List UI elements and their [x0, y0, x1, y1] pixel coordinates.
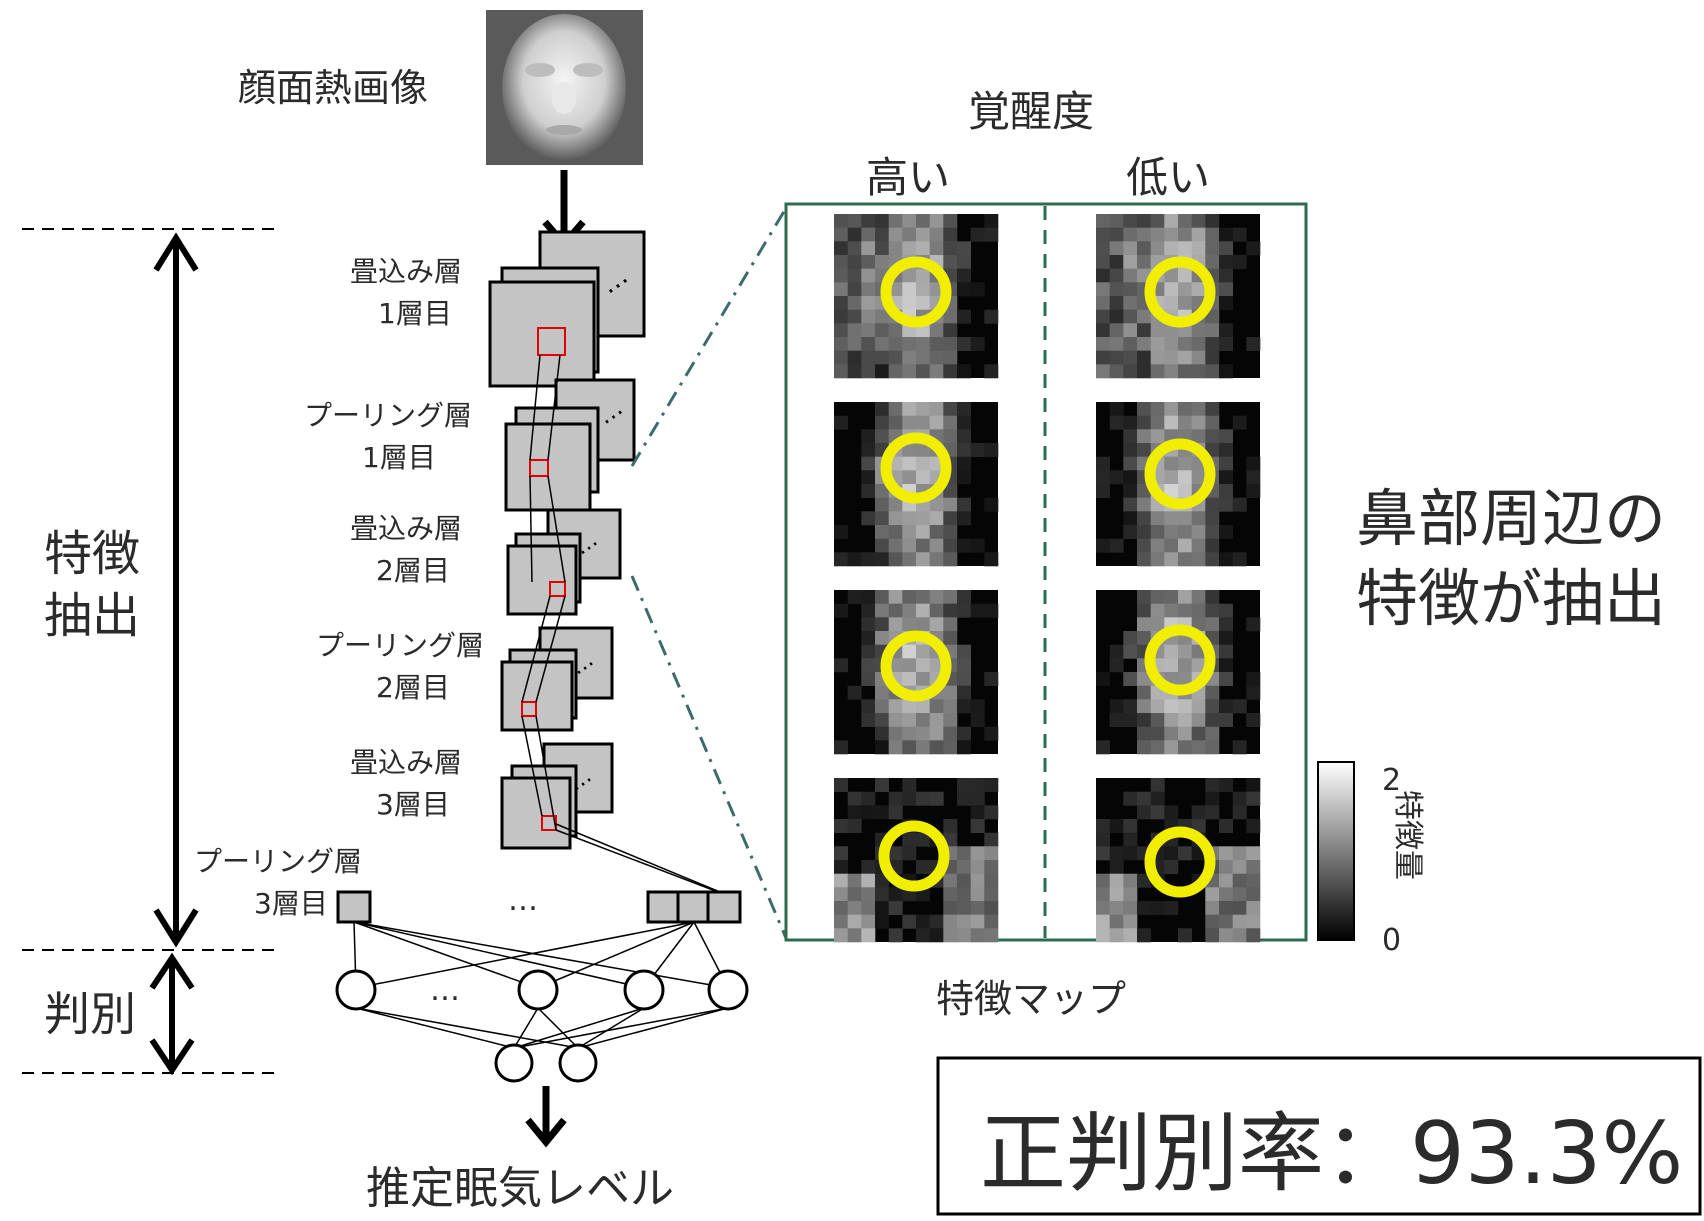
thermal-face-image [486, 10, 643, 165]
pool1-label-b: 1層目 [362, 441, 436, 474]
colorbar [1317, 761, 1355, 941]
hidden-ellipsis: … [430, 973, 460, 1008]
feature-extraction-label-2: 抽出 [44, 588, 140, 644]
hidden-layer-nodes [335, 969, 749, 1011]
discrimination-arrow [149, 952, 195, 1076]
conv3-label-b: 3層目 [376, 788, 450, 821]
feature-map-grid [834, 214, 1261, 943]
nose-highlight-circle [880, 256, 952, 328]
zoom-line-bottom [630, 575, 788, 939]
pool-layer-2: ⋯ [500, 626, 614, 732]
colorbar-min: 0 [1382, 923, 1401, 958]
colorbar-max: 2 [1382, 763, 1401, 798]
nose-highlight-circle [1144, 256, 1216, 328]
nose-highlight-circle [1144, 438, 1216, 510]
pool1-label-a: プーリング層 [304, 399, 472, 432]
alertness-label: 覚醒度 [968, 87, 1094, 136]
low-alertness-label: 低い [1126, 153, 1210, 202]
discrimination-label: 判別 [44, 987, 136, 1041]
output-nodes [494, 1043, 598, 1083]
feature-map-high-4 [834, 778, 999, 943]
feature-map-high-1 [834, 214, 999, 379]
conv2-label-a: 畳込み層 [350, 512, 462, 545]
pool3-label-a: プーリング層 [194, 845, 362, 878]
nose-highlight-circle [878, 820, 950, 892]
conv1-label-a: 畳込み層 [350, 255, 462, 288]
pool2-label-b: 2層目 [376, 671, 450, 704]
feature-map-frame [784, 202, 1308, 942]
output-arrow [525, 1086, 567, 1148]
feature-map-high-2 [834, 402, 999, 567]
nose-highlight-circle [1144, 826, 1216, 898]
feature-map-low-4 [1096, 778, 1261, 943]
finding-line-2: 特徴が抽出 [1356, 562, 1666, 635]
pool3-ellipsis: … [508, 883, 538, 918]
feature-map-low-3 [1096, 590, 1261, 755]
colorbar-label: 特徴量 [1390, 790, 1425, 880]
feature-map-low-2 [1096, 402, 1261, 567]
feature-extraction-arrow [153, 232, 199, 948]
zoom-line-top [630, 207, 788, 467]
feature-map-low-1 [1096, 214, 1261, 379]
nose-highlight-circle [1144, 624, 1216, 696]
pool-layer-1: ⋯ [504, 378, 636, 512]
receptive-field-lines [521, 354, 721, 893]
feature-map-high-3 [834, 590, 999, 755]
output-label: 推定眠気レベル [366, 1163, 674, 1214]
high-alertness-label: 高い [866, 153, 950, 202]
accuracy-text: 正判別率：93.3% [980, 1104, 1683, 1204]
pool3-label-b: 3層目 [254, 887, 328, 920]
conv-layer-3: ⋯ [500, 742, 614, 850]
feature-extraction-label-1: 特徴 [44, 526, 140, 582]
nose-highlight-circle [880, 432, 952, 504]
finding-line-1: 鼻部周辺の [1356, 482, 1666, 555]
conv3-label-a: 畳込み層 [350, 746, 462, 779]
pool2-label-a: プーリング層 [316, 629, 484, 662]
conv2-label-b: 2層目 [376, 554, 450, 587]
fc-connections [353, 921, 729, 1049]
nose-highlight-circle [880, 630, 952, 702]
input-image-label: 顔面熱画像 [238, 66, 428, 110]
conv-layer-1: ⋯ [488, 230, 646, 388]
conv1-label-b: 1層目 [378, 297, 452, 330]
feature-map-label: 特徴マップ [936, 977, 1126, 1021]
accuracy-box [936, 1056, 1702, 1216]
pool-layer-3 [336, 890, 742, 924]
